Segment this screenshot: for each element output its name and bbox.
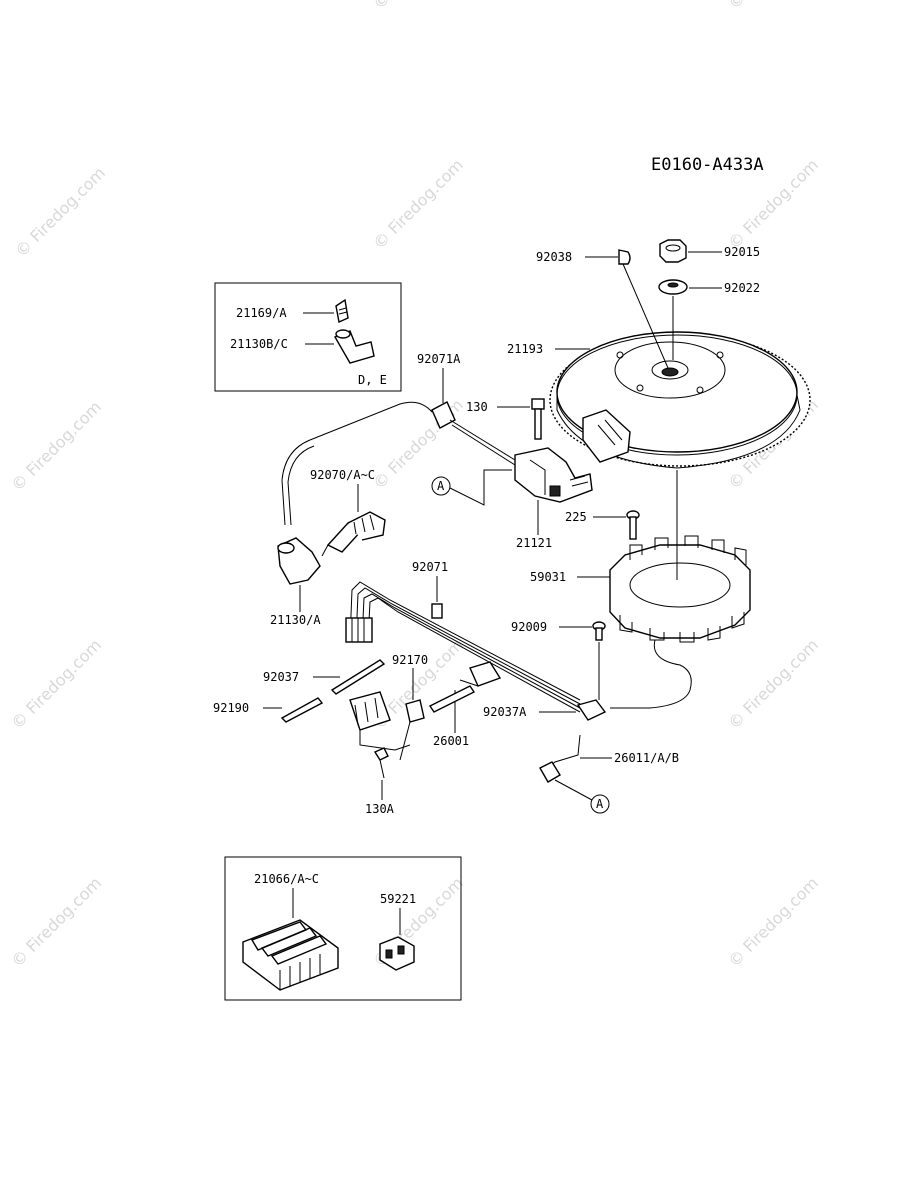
- part-59031-stator: [609, 470, 751, 643]
- part-label-21169: 21169/A: [236, 306, 287, 320]
- part-label-21121: 21121: [516, 536, 552, 550]
- part-21169-clip: [335, 298, 349, 323]
- stator-lead: [610, 639, 692, 709]
- part-label-59031: 59031: [530, 570, 566, 584]
- part-label-92037: 92037: [263, 670, 299, 684]
- part-label-130a: 130A: [365, 802, 395, 816]
- part-label-92015: 92015: [724, 245, 760, 259]
- part-label-92071: 92071: [412, 560, 448, 574]
- wiring-harness: [345, 581, 581, 751]
- part-label-21130a: 21130/A: [270, 613, 321, 627]
- part-92022-washer: [658, 279, 688, 295]
- high-tension-lead: [281, 401, 433, 526]
- part-92015-nut: [659, 239, 687, 263]
- part-92190-tube: [280, 697, 324, 723]
- part-label-225: 225: [565, 510, 587, 524]
- part-21066-regulator: [242, 919, 339, 991]
- part-92071-clamp: [431, 603, 443, 619]
- part-label-26011: 26011/A/B: [614, 751, 679, 765]
- part-label-26001: 26001: [433, 734, 469, 748]
- part-92037a-clamp: [576, 699, 607, 721]
- callout-a-label: A: [437, 479, 445, 493]
- part-225-screw: [626, 510, 640, 540]
- watermark: © Firedog.com: [7, 635, 105, 733]
- watermark: © Firedog.com: [369, 0, 467, 13]
- part-label-92070: 92070/A~C: [310, 468, 375, 482]
- callout-a-marker: [431, 476, 451, 496]
- part-92037-pin: [330, 659, 386, 695]
- part-label-59221: 59221: [380, 892, 416, 906]
- part-label-130: 130: [466, 400, 488, 414]
- watermark: © Firedog.com: [724, 635, 822, 733]
- watermark: © Firedog.com: [11, 163, 109, 261]
- part-label-92071a: 92071A: [417, 352, 461, 366]
- part-label-92022: 92022: [724, 281, 760, 295]
- part-59221-connector: [379, 936, 415, 971]
- part-label-92038: 92038: [536, 250, 572, 264]
- part-92071a-bracket: [431, 401, 456, 429]
- part-92038-key: [618, 249, 631, 265]
- diagram-code: E0160-A433A: [651, 155, 764, 175]
- inset-box-spark-plug-caps: [214, 282, 402, 392]
- part-130-bolt: [531, 398, 545, 440]
- box-note: D, E: [358, 373, 387, 387]
- part-21121-ignition-coil: [514, 447, 593, 503]
- watermark: © Firedog.com: [7, 397, 105, 495]
- watermark-layer: © Firedog.com © Firedog.com © Firedog.co…: [7, 0, 822, 971]
- watermark: © Firedog.com: [369, 155, 467, 253]
- part-92170-clamp: [405, 699, 425, 723]
- part-26011-terminal: [539, 761, 561, 783]
- part-label-21130b-c: 21130B/C: [230, 337, 288, 351]
- part-130a-bolt: [373, 747, 389, 779]
- part-21130b-c-plug-cap: [333, 329, 375, 364]
- part-92070-spark-plug: [321, 511, 386, 557]
- watermark: © Firedog.com: [724, 873, 822, 971]
- part-label-92009: 92009: [511, 620, 547, 634]
- part-label-92037a: 92037A: [483, 705, 527, 719]
- part-92009-screw: [592, 621, 606, 641]
- watermark: © Firedog.com: [7, 873, 105, 971]
- flywheel-21193: [549, 331, 811, 469]
- callout-a-marker-lower: [590, 794, 610, 814]
- watermark: © Firedog.com: [724, 0, 822, 13]
- callout-a-label-lower: A: [596, 797, 604, 811]
- part-26001-connector: [428, 685, 476, 713]
- part-label-92170: 92170: [392, 653, 428, 667]
- inset-box-regulator: [224, 856, 462, 1001]
- part-21130a-plug-cap: [277, 537, 321, 585]
- part-label-92190: 92190: [213, 701, 249, 715]
- part-label-21193: 21193: [507, 342, 543, 356]
- part-label-21066: 21066/A~C: [254, 872, 319, 886]
